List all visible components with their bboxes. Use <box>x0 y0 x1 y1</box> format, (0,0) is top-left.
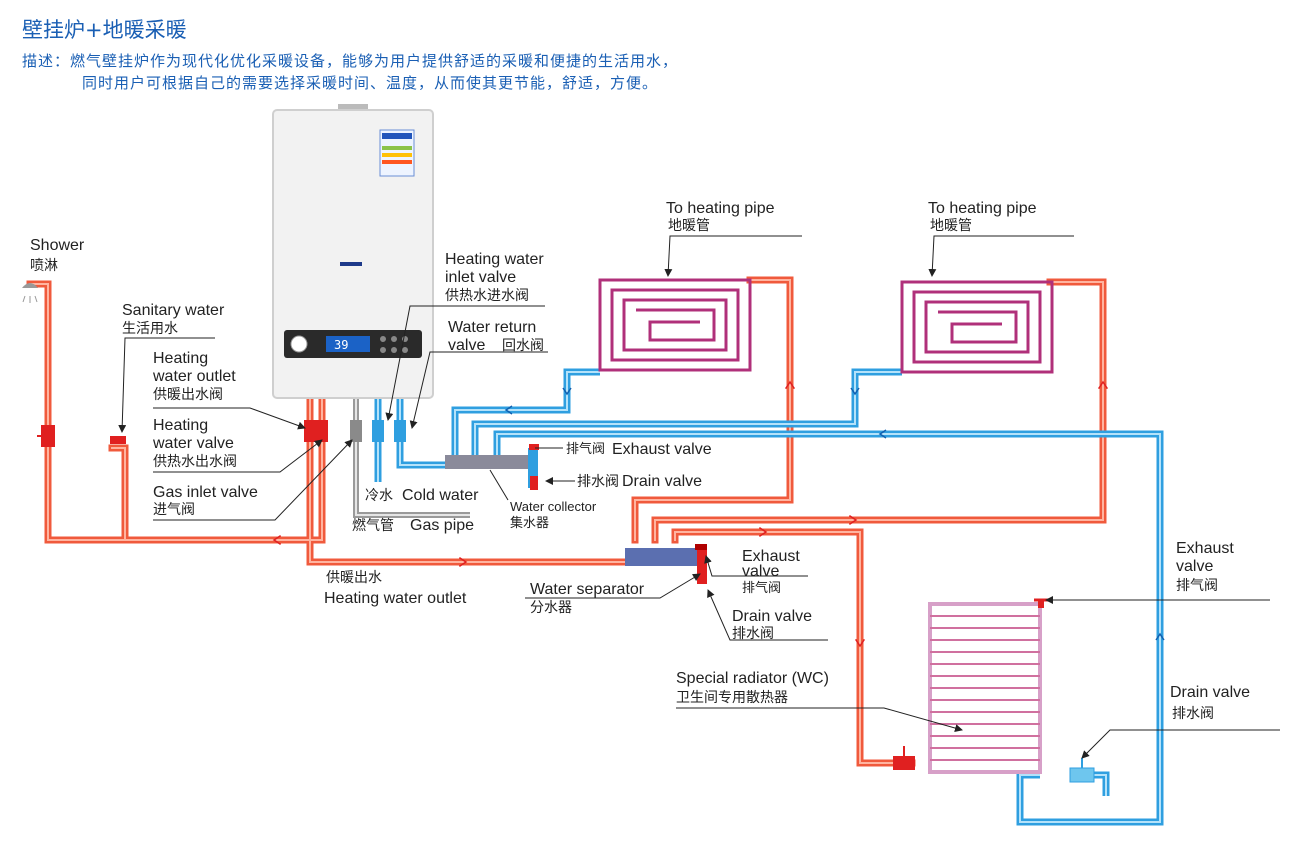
label-shower-en: Shower <box>30 237 85 254</box>
description-line-1: 描述：燃气壁挂炉作为现代化优化采暖设备，能够为用户提供舒适的采暖和便捷的生活用水… <box>22 52 679 70</box>
label-collector-en: Water collector <box>510 499 597 514</box>
label-radiator-en: Special radiator (WC) <box>676 670 829 687</box>
description: 描述：燃气壁挂炉作为现代化优化采暖设备，能够为用户提供舒适的采暖和便捷的生活用水… <box>22 50 678 94</box>
label-return-en2: valve <box>448 337 485 354</box>
page-title: 壁挂炉+地暖采暖 <box>22 18 187 42</box>
label-exhaust-right-zh: 排气阀 <box>1176 577 1218 593</box>
boiler-display: 39 <box>334 338 348 352</box>
label-heat-outlet-bottom-zh: 供暖出水 <box>326 569 382 585</box>
label-heating-valve-en1: Heating <box>153 417 208 434</box>
label-heating-outlet-en1: Heating <box>153 350 208 367</box>
label-cold-water-en: Cold water <box>402 487 479 504</box>
label-sanitary-en: Sanitary water <box>122 302 225 319</box>
gas-boiler: 39 <box>272 104 434 399</box>
label-exhaust-top-zh: 排气阀 <box>566 441 605 456</box>
diagram-labels: Shower 喷淋 Sanitary water 生活用水 Heating wa… <box>30 200 1250 721</box>
label-heating-pipe-2-en: To heating pipe <box>928 200 1037 217</box>
label-heating-pipe-2-zh: 地暖管 <box>930 217 972 233</box>
label-heat-inlet-en2: inlet valve <box>445 269 516 286</box>
label-exhaust-top-en: Exhaust valve <box>612 441 712 458</box>
label-return-zh: 回水阀 <box>502 337 544 353</box>
label-separator-zh: 分水器 <box>530 599 572 615</box>
label-cold-water-zh: 冷水 <box>365 487 393 503</box>
floor-heating-coil-1 <box>598 278 752 372</box>
hot-water-pipes <box>26 276 1109 767</box>
label-drain-mid-en: Drain valve <box>732 608 812 625</box>
label-radiator-zh: 卫生间专用散热器 <box>676 689 788 705</box>
label-gas-pipe-zh: 燃气管 <box>352 517 394 533</box>
label-drain-right-zh: 排水阀 <box>1172 705 1214 721</box>
label-heating-outlet-zh: 供暖出水阀 <box>153 386 223 402</box>
label-heat-outlet-bottom-en: Heating water outlet <box>324 590 467 607</box>
label-exhaust-mid-zh: 排气阀 <box>742 580 781 595</box>
label-gas-inlet-zh: 进气阀 <box>153 501 195 517</box>
leader-lines <box>118 235 1280 759</box>
cold-water-pipes <box>374 368 1165 826</box>
floor-heating-coil-2 <box>900 280 1054 374</box>
water-separator <box>625 544 707 584</box>
label-drain-top-zh: 排水阀 <box>577 473 619 489</box>
water-collector <box>445 444 539 490</box>
special-radiator <box>928 598 1048 774</box>
label-gas-inlet-en: Gas inlet valve <box>153 484 258 501</box>
label-shower-zh: 喷淋 <box>30 257 58 273</box>
valves <box>37 420 1095 783</box>
label-heating-valve-zh: 供热水出水阀 <box>153 453 237 469</box>
label-heating-valve-en2: water valve <box>152 435 234 452</box>
label-heat-inlet-en1: Heating water <box>445 251 544 268</box>
description-line-2: 同时用户可根据自己的需要选择采暖时间、温度，从而使其更节能，舒适，方便。 <box>82 74 659 92</box>
label-heat-inlet-zh: 供热水进水阀 <box>445 287 529 303</box>
label-heating-pipe-1-zh: 地暖管 <box>668 217 710 233</box>
label-heating-outlet-en2: water outlet <box>152 368 236 385</box>
label-exhaust-mid-en2: valve <box>742 563 779 580</box>
label-drain-top-en: Drain valve <box>622 473 702 490</box>
label-drain-right-en: Drain valve <box>1170 684 1250 701</box>
label-gas-pipe-en: Gas pipe <box>410 517 474 534</box>
label-exhaust-mid-en1: Exhaust <box>742 548 800 565</box>
label-heating-pipe-1-en: To heating pipe <box>666 200 775 217</box>
label-exhaust-right-en1: Exhaust <box>1176 540 1234 557</box>
label-collector-zh: 集水器 <box>510 515 549 530</box>
label-exhaust-right-en2: valve <box>1176 558 1213 575</box>
label-separator-en: Water separator <box>530 581 645 598</box>
label-return-en1: Water return <box>448 319 536 336</box>
label-drain-mid-zh: 排水阀 <box>732 625 774 641</box>
shower-head <box>22 283 38 303</box>
label-sanitary-zh: 生活用水 <box>122 320 178 336</box>
